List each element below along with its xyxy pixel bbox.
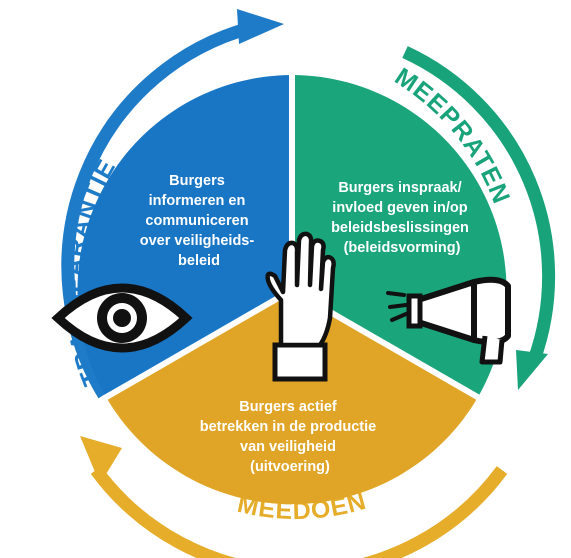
megaphone-icon bbox=[386, 276, 511, 365]
divider-left bbox=[101, 287, 294, 402]
segment-text-meepraten: Burgers inspraak/ invloed geven in/op be… bbox=[331, 180, 473, 256]
segment-text-meedoen: Burgers actief betrekken in de productie… bbox=[200, 399, 381, 475]
segment-text-transparantie: Burgers informeren en communiceren over … bbox=[140, 173, 258, 269]
ring-arrow-green bbox=[516, 350, 548, 390]
ring-arrow-blue bbox=[237, 9, 284, 44]
ring-arc-green bbox=[402, 46, 556, 363]
eye-icon bbox=[51, 283, 193, 353]
ring-arrow-yellow bbox=[80, 436, 122, 484]
ring-arc-yellow bbox=[90, 466, 508, 558]
raised-hand-icon bbox=[265, 231, 336, 382]
